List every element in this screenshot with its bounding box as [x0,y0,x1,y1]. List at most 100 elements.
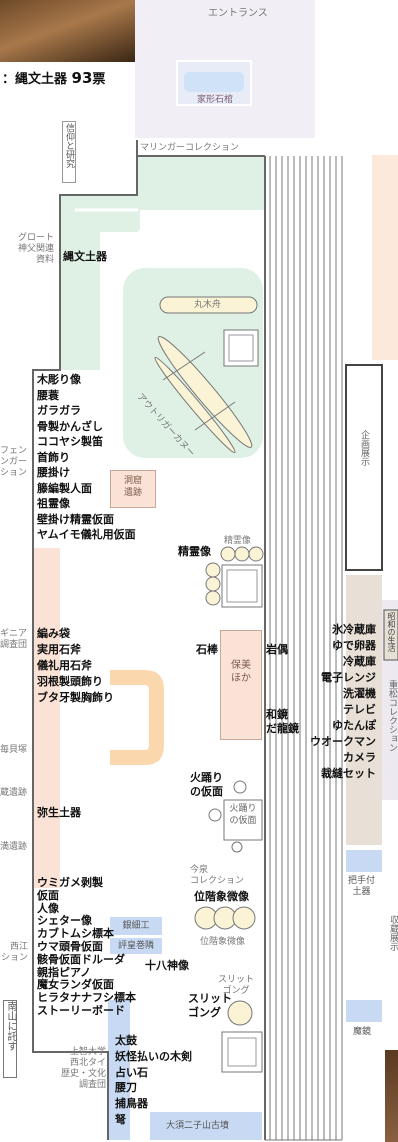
label-sekibo: 石棒 [196,643,218,656]
label-seireizo: 精霊像 [178,545,211,558]
ikaizo-circles [194,906,256,930]
list-item: ウミガメ剥製 [37,876,103,889]
list-item: 占い石 [115,1065,148,1079]
shinko-label: 信仰と研究 [62,121,76,183]
list-item: ストーリーボード [37,1003,125,1017]
left-cut-nishie: 西江 ション [0,942,28,963]
list-item: 人像 [37,901,59,915]
label-seireizo-small: 精霊像 [224,536,252,546]
list-item: ゆたんぽ [332,719,376,732]
matsu-label: 重松コレクション [387,680,397,752]
list-item: カブトムシ標本 [37,927,114,941]
list-item: 電子レンジ [321,671,376,684]
vote-banner-count: 93 [71,69,93,87]
grote-label: グロート 神父関連 資料 [17,233,54,265]
list-item: ウマ頭骨仮面 [37,939,103,953]
nanzan-label: 南山に託す [3,1000,17,1078]
list-umigame: ウミガメ剥製仮面人像シェター像カブトムシ標本ウマ頭骨仮面骸骨仮面ドルーダ親指ピア… [37,876,136,1018]
list-item: 編み袋 [37,627,70,640]
list-item: 骨製かんざし [37,419,103,433]
list-item: ヒラタナナフシ標本 [37,991,136,1005]
list-item: 骸骨仮面ドルーダ [37,952,125,966]
outrigger-hull-1 [157,336,253,448]
list-item: ブタ牙製胸飾り [37,691,114,704]
list-item: テレビ [343,703,376,716]
list-item: 洗濯機 [343,687,376,700]
list-item: 太鼓 [115,1034,137,1047]
list-item: 冷蔵庫 [343,655,376,668]
list-item: 腰蓑 [37,388,59,402]
label-ikaizo-small: 位階象微像 [200,937,246,947]
peach-area-right [372,155,398,360]
kikaku-label: 企画展示 [359,430,369,466]
orange-arc [110,670,164,765]
list-item: 腰刀 [115,1081,137,1095]
list-appliances: 氷冷蔵庫ゆで卵器冷蔵庫電子レンジ洗濯機テレビゆたんぽウオークマンカメラ裁縫セット [296,622,376,782]
list-amibukuro: 編み袋実用石斧儀礼用石斧羽根製頭飾りブタ牙製胸飾り [37,626,114,706]
list-item: 氷冷蔵庫 [332,623,376,636]
left-cut-ginia: ギニア 調査団 [0,629,28,650]
jochi-label: 上智大学 西北タイ 歴史・文化 調査団 [60,1047,106,1090]
label-wakyo: 和鏡 [266,708,288,721]
list-item: ヤムイモ儀礼用仮面 [37,528,136,541]
list-item: シェター像 [37,914,92,928]
house-coffin-label: 家形石棺 [197,95,234,105]
mint-corridor-piece [100,210,140,230]
list-item: 捕鳥器 [115,1097,148,1111]
list-item: 親指ピアノ [37,965,92,979]
ginzaiku-room: 銀細工 [110,917,162,935]
kikaku-frame [345,364,383,571]
kanzo-label: 収蔵展示 [388,915,398,951]
left-cut-iseki1: 蔵遺跡 [0,788,28,798]
label-slit: スリット ゴング [188,992,232,1019]
list-item: 仮面 [37,888,59,902]
label-jomon: 縄文土器 [63,250,107,263]
outrigger-beam-1 [162,351,206,381]
slit-gong-circle [227,1000,253,1026]
list-taiko: 太鼓妖怪払いの木剣占い石腰刀捕鳥器弩 [115,1033,192,1128]
entrance-label: エントランス [208,8,268,19]
hozen-room: 保美 ほか [220,630,262,740]
list-item: ココヤシ製笛 [37,435,103,448]
list-item: 籐編製人面 [37,481,92,495]
list-item: ウオークマン [310,735,376,748]
list-item: カメラ [343,751,376,764]
blue-strip-right-bottom [346,1000,382,1022]
list-item: 裁縫セット [321,767,376,780]
showa-frame [383,609,398,661]
showa-label: 昭和の生活 [387,612,396,652]
seireizo-circles [205,546,264,606]
label-slit-small: スリット ゴング [218,975,255,996]
list-item: 祖霊像 [37,497,70,510]
label-hiodori: 火踊り の仮面 [190,771,223,798]
handle-pottery-label: 把手付 土器 [348,876,376,897]
list-item: 羽根製頭飾り [37,675,103,688]
hiodori-small-label: 火踊り の仮面 [229,804,257,826]
house-coffin-object [184,72,244,92]
list-item: 腰掛け [37,466,70,479]
doukutsu-room: 洞窟 遺跡 [110,470,156,508]
vote-banner-suffix: 票 [92,72,106,87]
stair-lines [269,156,343,1140]
kofun-label: 大須二子山古墳 [166,1121,230,1131]
list-item: ゆで卵器 [332,639,376,652]
label-dakyo: だ龍鏡 [266,722,299,735]
photo-bottom-right [385,1050,398,1142]
vote-banner: ：縄文土器 93票 [2,68,105,87]
marukibune-shape [159,296,258,314]
list-item: 弩 [115,1112,126,1126]
outrigger-hull-2 [154,356,236,454]
label-ikaizo: 位階象微像 [194,890,249,903]
vote-banner-prefix: ：縄文土器 [2,72,68,87]
list-mokucho: 木彫り像腰蓑ガラガラ骨製かんざしココヤシ製笛首飾り腰掛け籐編製人面祖霊像壁掛け精… [37,372,136,543]
hyokan-room: 評皇巻隣 [110,938,162,954]
list-item: 壁掛け精霊仮面 [37,512,114,526]
mirror-label: 魔鏡 [353,1027,372,1037]
label-juhachi: 十八神像 [145,959,189,972]
marinzer-label: マリンガーコレクション [140,143,240,153]
list-item: 実用石斧 [37,643,81,656]
blue-kofun-bar [150,1112,262,1140]
blue-strip-right-top [346,850,382,872]
left-cut-fence: フェン ンガー ション [0,446,28,478]
